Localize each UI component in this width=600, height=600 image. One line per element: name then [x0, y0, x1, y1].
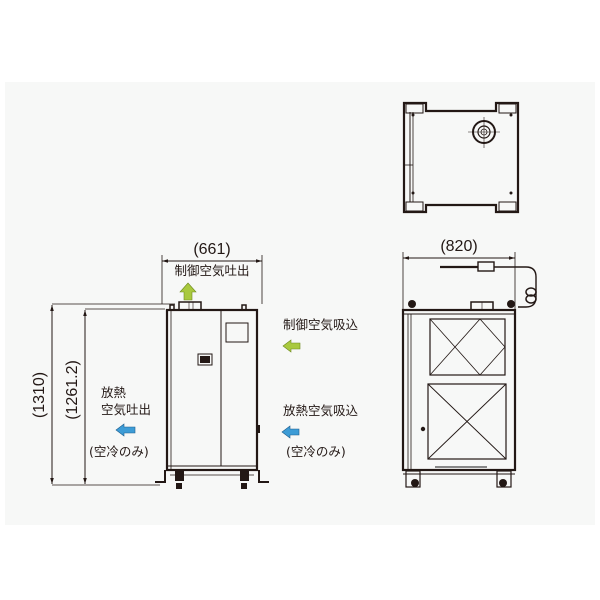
- top-view: [402, 101, 520, 214]
- front-width-dimension: (661): [193, 241, 230, 258]
- control-air-intake-label: 制御空気吸込: [283, 317, 359, 332]
- control-air-exhaust-label: 制御空気吐出: [174, 263, 249, 278]
- heat-air-exhaust-arrow: [115, 423, 136, 437]
- front-view: [50, 255, 269, 489]
- side-width-dimension: (820): [440, 238, 477, 255]
- heat-air-intake-arrow: [281, 425, 300, 439]
- control-air-intake-arrow: [282, 339, 301, 353]
- heat-exhaust-label-line2: 空気吐出: [101, 402, 151, 417]
- heat-air-intake-label: 放熱空気吸込: [283, 403, 359, 418]
- heat-exhaust-label-line1: 放熱: [101, 385, 127, 400]
- drawing-background: [5, 82, 595, 525]
- total-height-dimension: (1310): [31, 372, 48, 418]
- side-view: [401, 252, 537, 488]
- heat-exhaust-air-cooled-note: (空冷のみ): [89, 444, 149, 459]
- heat-intake-air-cooled-note: (空冷のみ): [286, 444, 346, 459]
- body-height-dimension: (1261.2): [64, 360, 81, 420]
- control-air-exhaust-arrow: [179, 282, 197, 301]
